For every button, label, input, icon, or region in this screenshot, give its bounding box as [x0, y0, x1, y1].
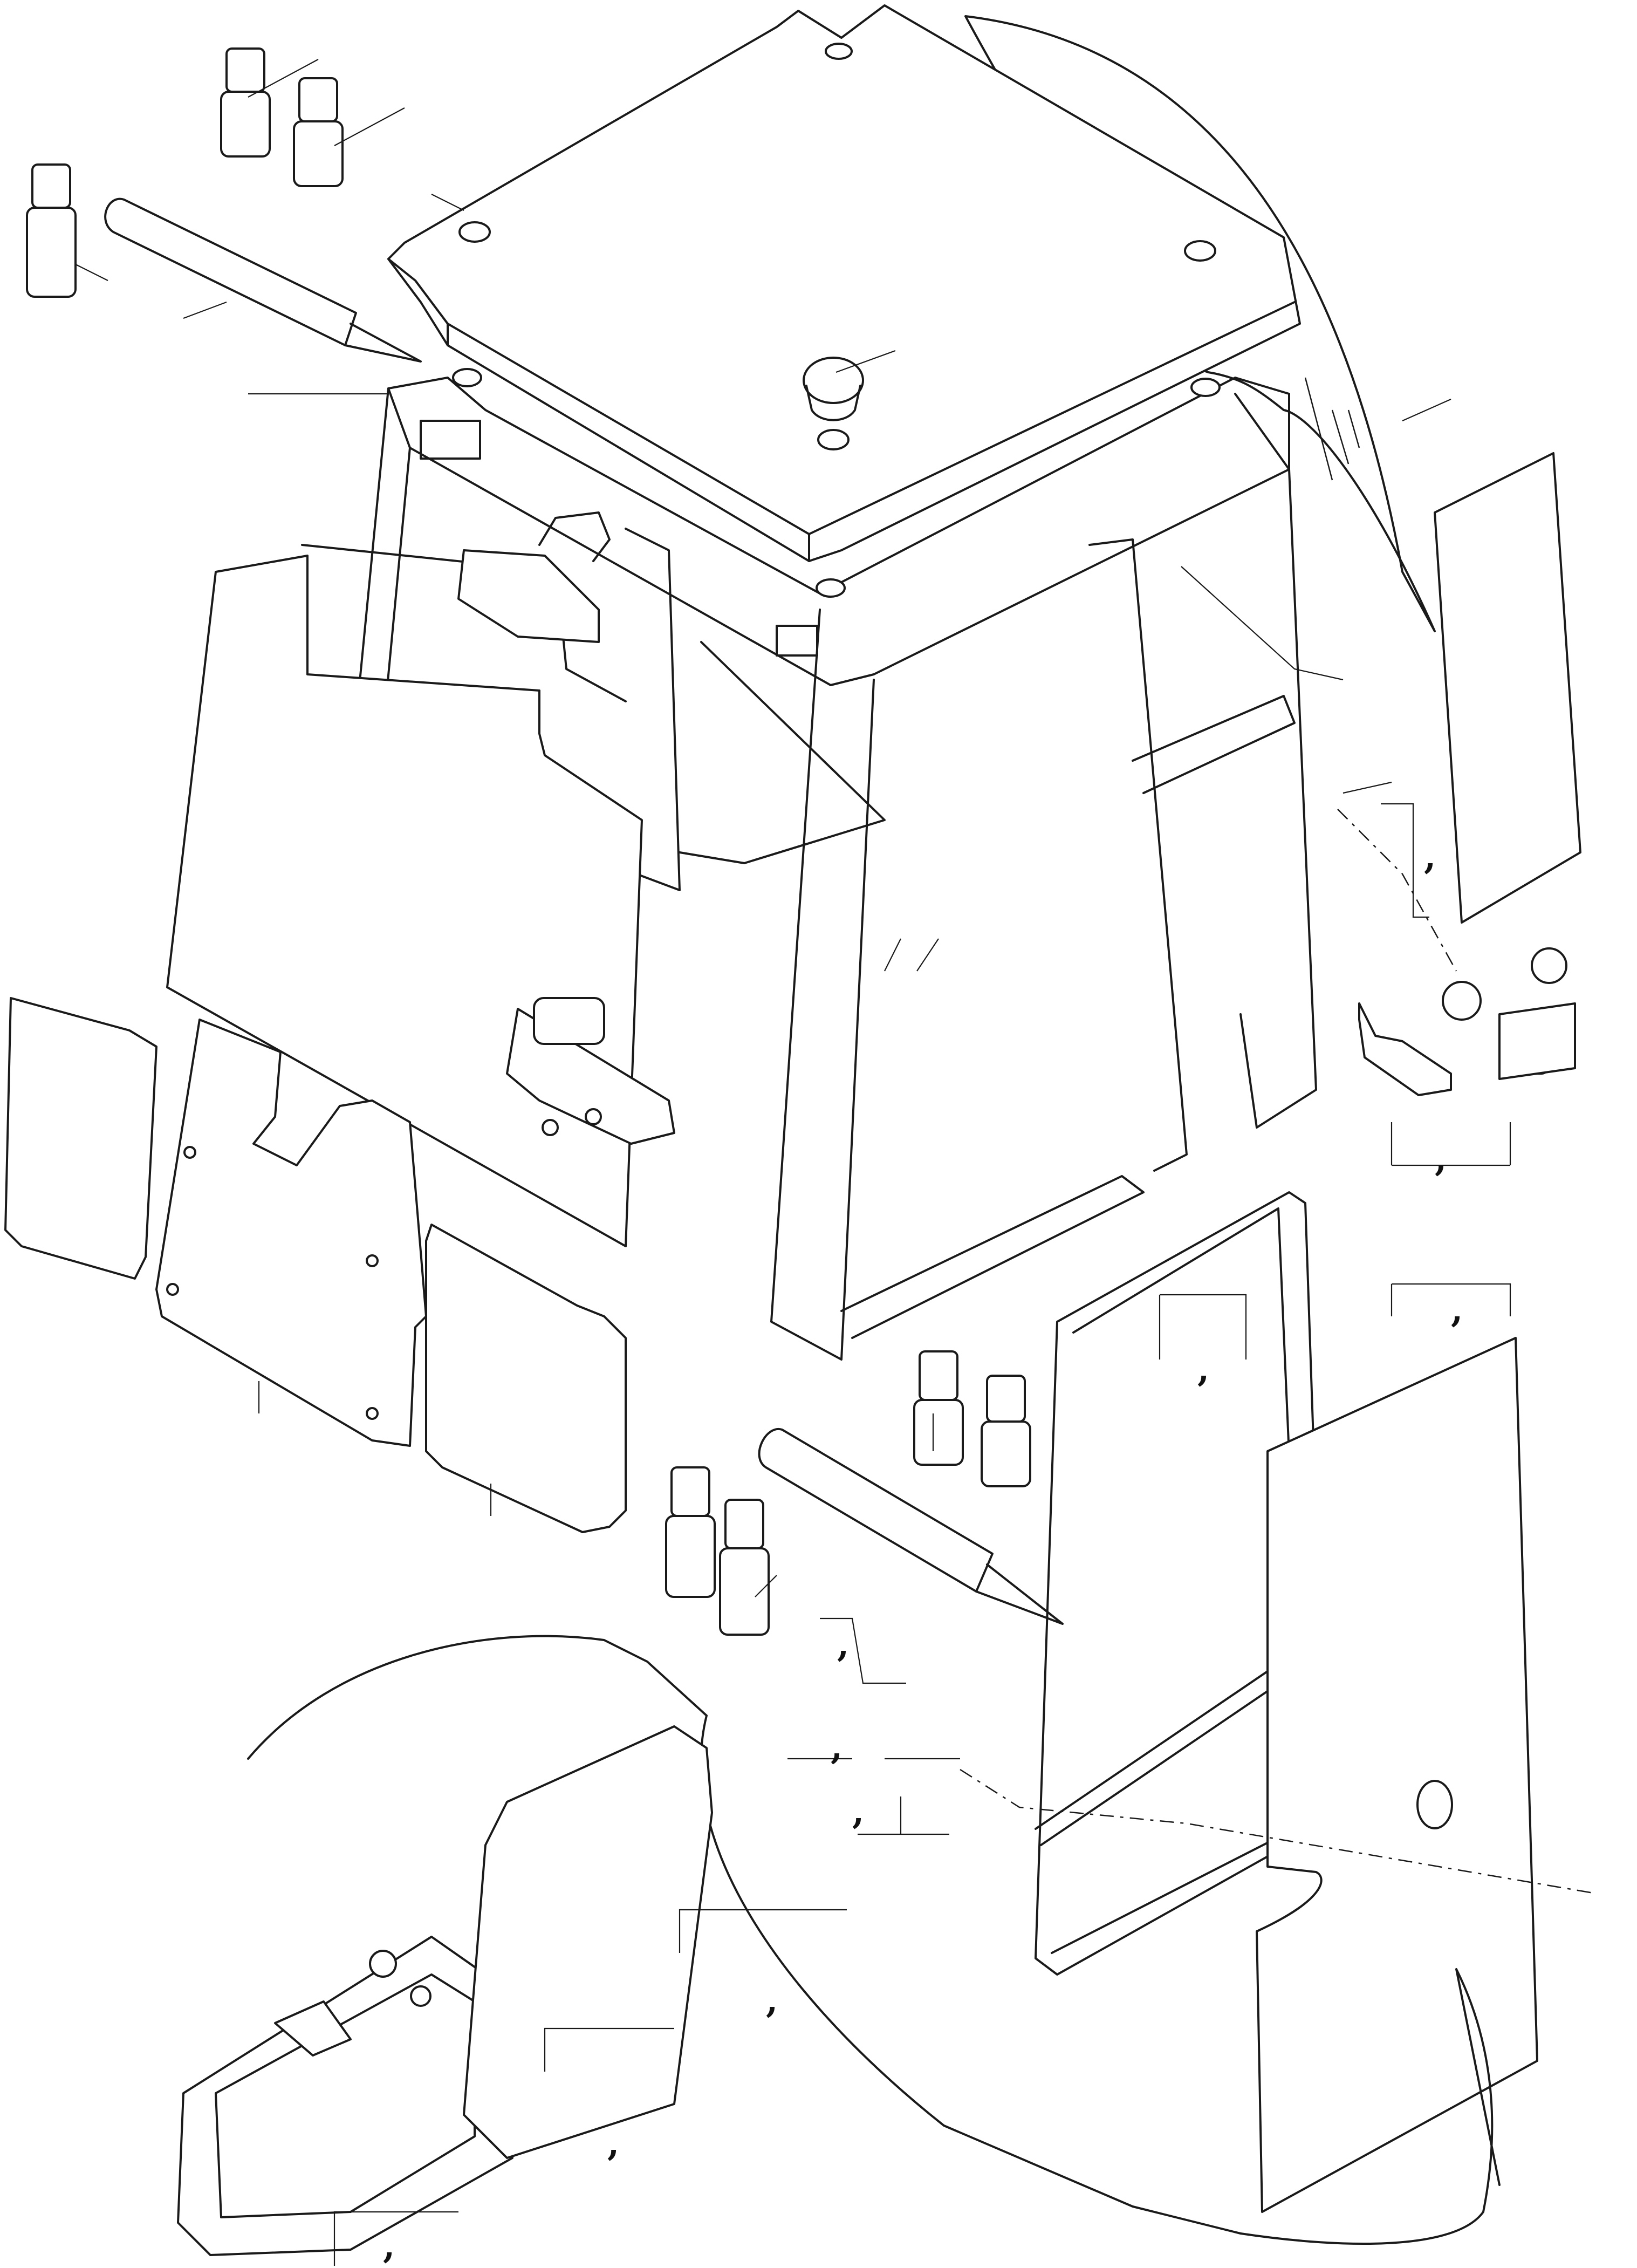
callout-mark: , [1197, 1349, 1209, 1390]
sealant-cartridge-bottom [758, 1427, 1064, 1625]
sun-visor [457, 511, 611, 643]
left-panel-c [425, 1224, 627, 1533]
sealant-bottles-top [26, 47, 344, 298]
callout-mark: , [831, 1727, 843, 1767]
assembly-centerlines [960, 809, 1597, 1895]
hinge-bracket [1358, 947, 1576, 1096]
right-door-glass [1256, 1337, 1538, 2213]
sealant-cartridge-top [104, 197, 422, 363]
left-panel-a [4, 997, 157, 1280]
door-inner-panel-detail [177, 1635, 1501, 2256]
callout-mark: , [837, 1624, 849, 1665]
callout-leaders [75, 59, 1511, 2266]
left-panel-b [155, 1019, 427, 1447]
sealant-bottles-middle [665, 1350, 1031, 1636]
callout-mark: , [766, 1980, 778, 2021]
callout-mark: , [1451, 1290, 1463, 1330]
callout-mark: , [1424, 837, 1436, 877]
cab-roof [387, 4, 1301, 562]
callout-marks: , , , , , , , , , , [383, 837, 1463, 2266]
side-glass-panel [1434, 452, 1581, 924]
callout-mark: , [852, 1792, 864, 1832]
callout-mark: , [607, 2123, 619, 2164]
door-lock-mechanism [506, 997, 675, 1145]
callout-mark: , [383, 2226, 395, 2266]
callout-mark: , [1435, 1139, 1447, 1179]
